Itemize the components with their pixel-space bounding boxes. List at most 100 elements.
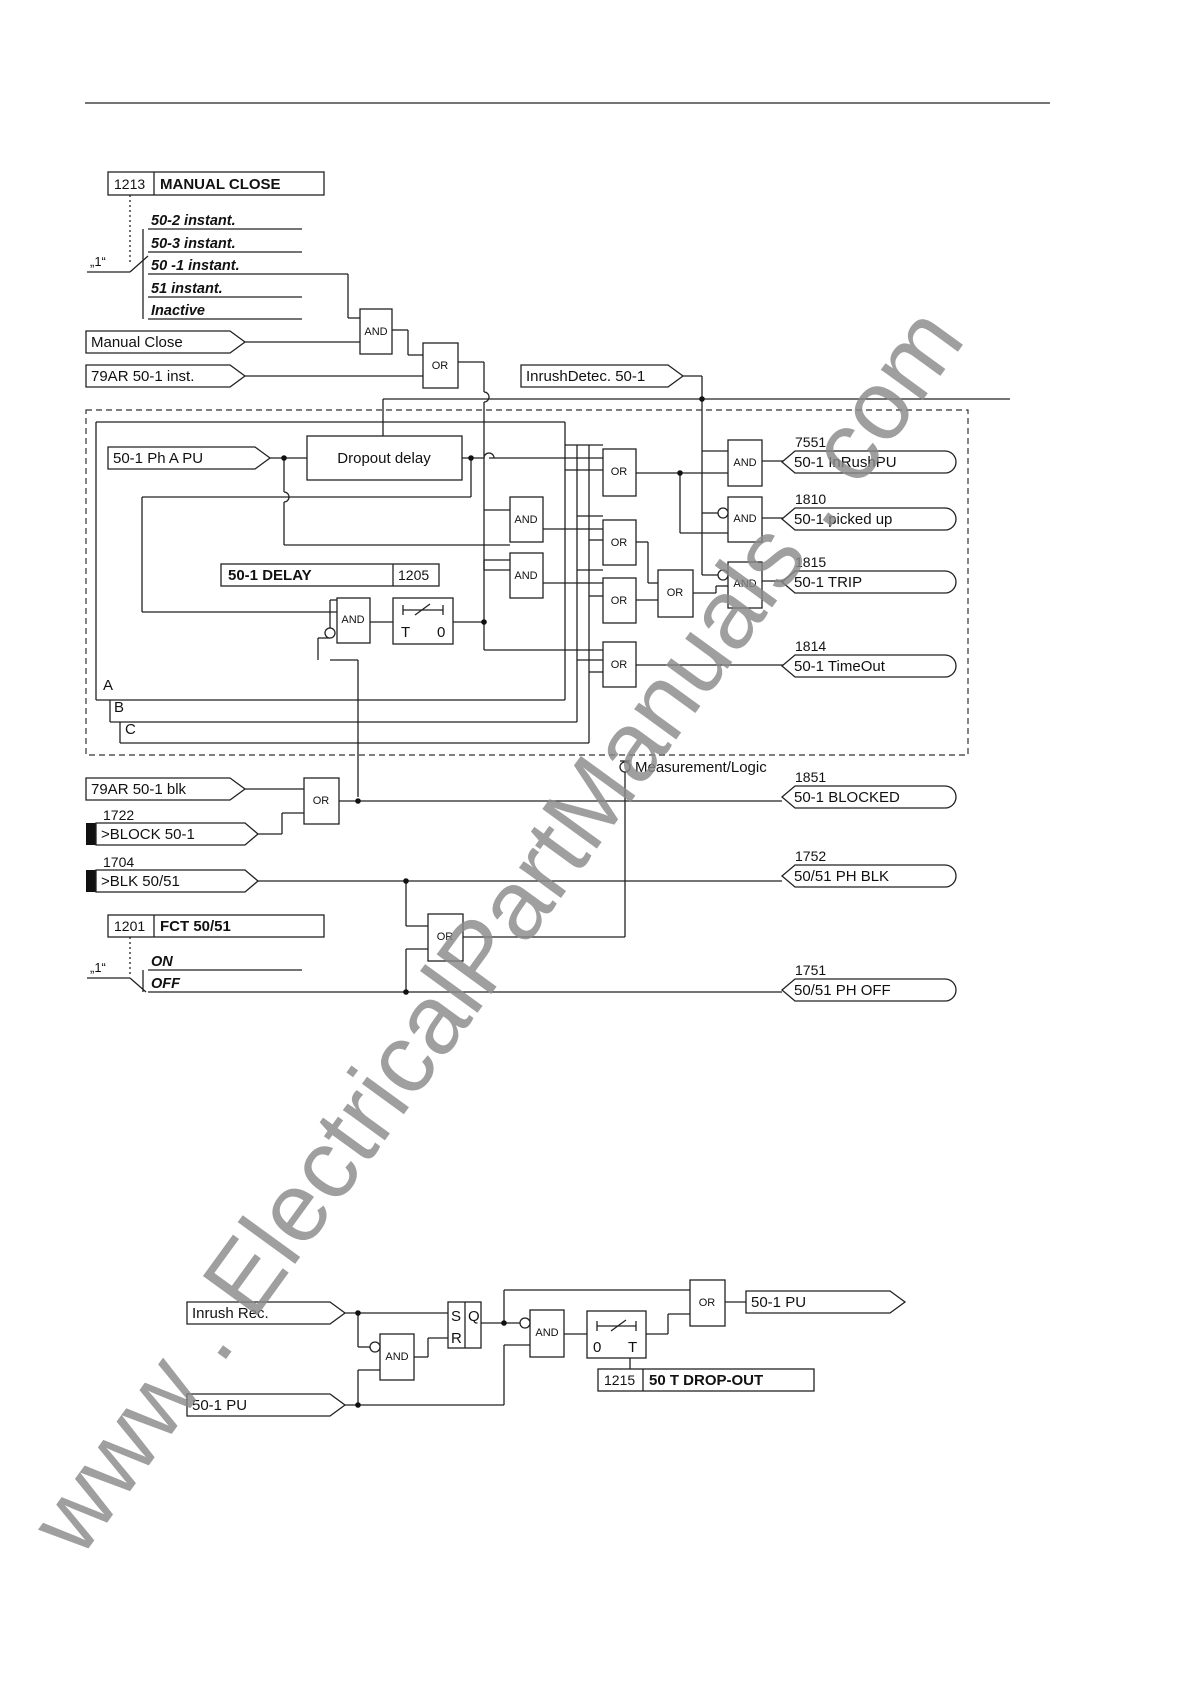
phase-b-label: B: [114, 699, 124, 716]
gate-label: OR: [667, 587, 684, 599]
sr-q-label: Q: [468, 1308, 480, 1325]
fct-option-off: OFF: [151, 976, 181, 992]
and-gate-phase-a-1: [509, 496, 544, 543]
timer-zero-label: 0: [593, 1339, 601, 1356]
output-trip: 50-1 TRIP: [794, 574, 862, 591]
gate-label: AND: [733, 578, 756, 590]
option-50-1: 50 -1 instant.: [151, 258, 240, 274]
block-id: 1722: [103, 807, 134, 823]
gate-label: OR: [611, 595, 628, 607]
gate-label: AND: [364, 326, 387, 338]
junction: [355, 1310, 361, 1316]
gate-label: OR: [313, 795, 330, 807]
junction: [481, 619, 487, 625]
junction: [699, 396, 705, 402]
and-gate-manual-close: [359, 308, 393, 355]
fct-param-box: [107, 914, 325, 938]
option-51: 51 instant.: [151, 281, 223, 297]
ar-inst-label: 79AR 50-1 inst.: [91, 368, 194, 385]
manual-close-option-lines: [87, 228, 302, 320]
gate-label: OR: [437, 931, 454, 943]
junction: [281, 455, 287, 461]
and-gate-trip: [727, 561, 763, 609]
gate-label: AND: [733, 513, 756, 525]
pu-input-label: 50-1 PU: [192, 1397, 247, 1414]
output-ph-blk: 50/51 PH BLK: [794, 868, 889, 885]
junction: [403, 878, 409, 884]
output-picked-up: 50-1 picked up: [794, 511, 892, 528]
negation-bubble: [717, 507, 729, 519]
block-input: [95, 822, 260, 846]
ph-a-pu-label: 50-1 Ph A PU: [113, 450, 203, 467]
binary-input-marker: [86, 823, 96, 845]
or-gate-pu-out: [689, 1279, 726, 1327]
gate-label: OR: [699, 1297, 716, 1309]
ar-inst-input: [85, 364, 247, 388]
dropout-param-label: 50 T DROP-OUT: [649, 1372, 763, 1389]
block-label: >BLOCK 50-1: [101, 826, 195, 843]
dropout-param-box: [597, 1368, 815, 1392]
junction: [501, 1320, 507, 1326]
sr-s-label: S: [451, 1308, 461, 1325]
fct-label: FCT 50/51: [160, 918, 231, 935]
delay-param-id: 1205: [398, 567, 429, 583]
dropout-delay-label: Dropout delay: [337, 450, 431, 467]
negation-bubble: [519, 1317, 531, 1329]
fct-option-lines: [87, 969, 406, 993]
selector-one-marker: „1“: [90, 254, 106, 269]
delay-param-box: [220, 563, 440, 587]
phase-a-wires: [141, 452, 603, 797]
gate-label: OR: [432, 360, 449, 372]
manual-close-input: [85, 330, 247, 354]
ar-blk-input: [85, 777, 247, 801]
pu-output: [745, 1290, 907, 1314]
inrush-detec-label: InrushDetec. 50-1: [526, 368, 645, 385]
binary-input-marker: [86, 870, 96, 892]
or-gate-fct: [427, 913, 464, 962]
junction: [468, 455, 474, 461]
gate-label: AND: [514, 514, 537, 526]
phase-c-label: C: [125, 721, 136, 738]
output-ph-off: 50/51 PH OFF: [794, 982, 891, 999]
output-id-picked-up: 1810: [795, 491, 826, 507]
timer-t-label: T: [401, 624, 410, 641]
fct-id: 1201: [114, 918, 145, 934]
junction: [355, 798, 361, 804]
option-50-3: 50-3 instant.: [151, 236, 236, 252]
output-id-timeout: 1814: [795, 638, 826, 654]
inrush-rec-label: Inrush Rec.: [192, 1305, 269, 1322]
output-blocked: 50-1 BLOCKED: [794, 789, 900, 806]
manual-close-label: Manual Close: [91, 334, 183, 351]
gate-label: AND: [733, 457, 756, 469]
manual-close-param-box: [107, 171, 325, 196]
dropout-param-id: 1215: [604, 1372, 635, 1388]
pu-output-label: 50-1 PU: [751, 1294, 806, 1311]
negation-bubble: [369, 1341, 381, 1353]
gate-label: OR: [611, 659, 628, 671]
negation-bubble: [324, 627, 336, 639]
fct-one-marker: „1“: [90, 960, 106, 975]
timer-switch-icon: [596, 1319, 637, 1332]
and-gate-phase-a-2: [509, 552, 544, 599]
delay-param-label: 50-1 DELAY: [228, 567, 312, 584]
and-gate-dropout: [529, 1309, 565, 1358]
or-gate-pickup: [602, 448, 637, 497]
gate-label: OR: [611, 466, 628, 478]
gate-label: OR: [611, 537, 628, 549]
or-gate-trip-1: [602, 519, 637, 566]
block-wires: [245, 788, 782, 835]
inrush-wires: [382, 375, 1010, 576]
manual-close-param-id: 1213: [114, 176, 145, 192]
timer-switch-icon: [402, 603, 444, 616]
timer-zero-label: 0: [437, 624, 445, 641]
output-id-ph-off: 1751: [795, 962, 826, 978]
and-gate-delay: [336, 597, 371, 644]
sr-r-label: R: [451, 1330, 462, 1347]
junction: [355, 1402, 361, 1408]
output-logic-wires: [636, 460, 784, 666]
output-id-trip: 1815: [795, 554, 826, 570]
ph-a-pu-input: [107, 446, 272, 470]
or-gate-manual-close: [422, 342, 459, 389]
and-gate-picked-up: [727, 496, 763, 543]
